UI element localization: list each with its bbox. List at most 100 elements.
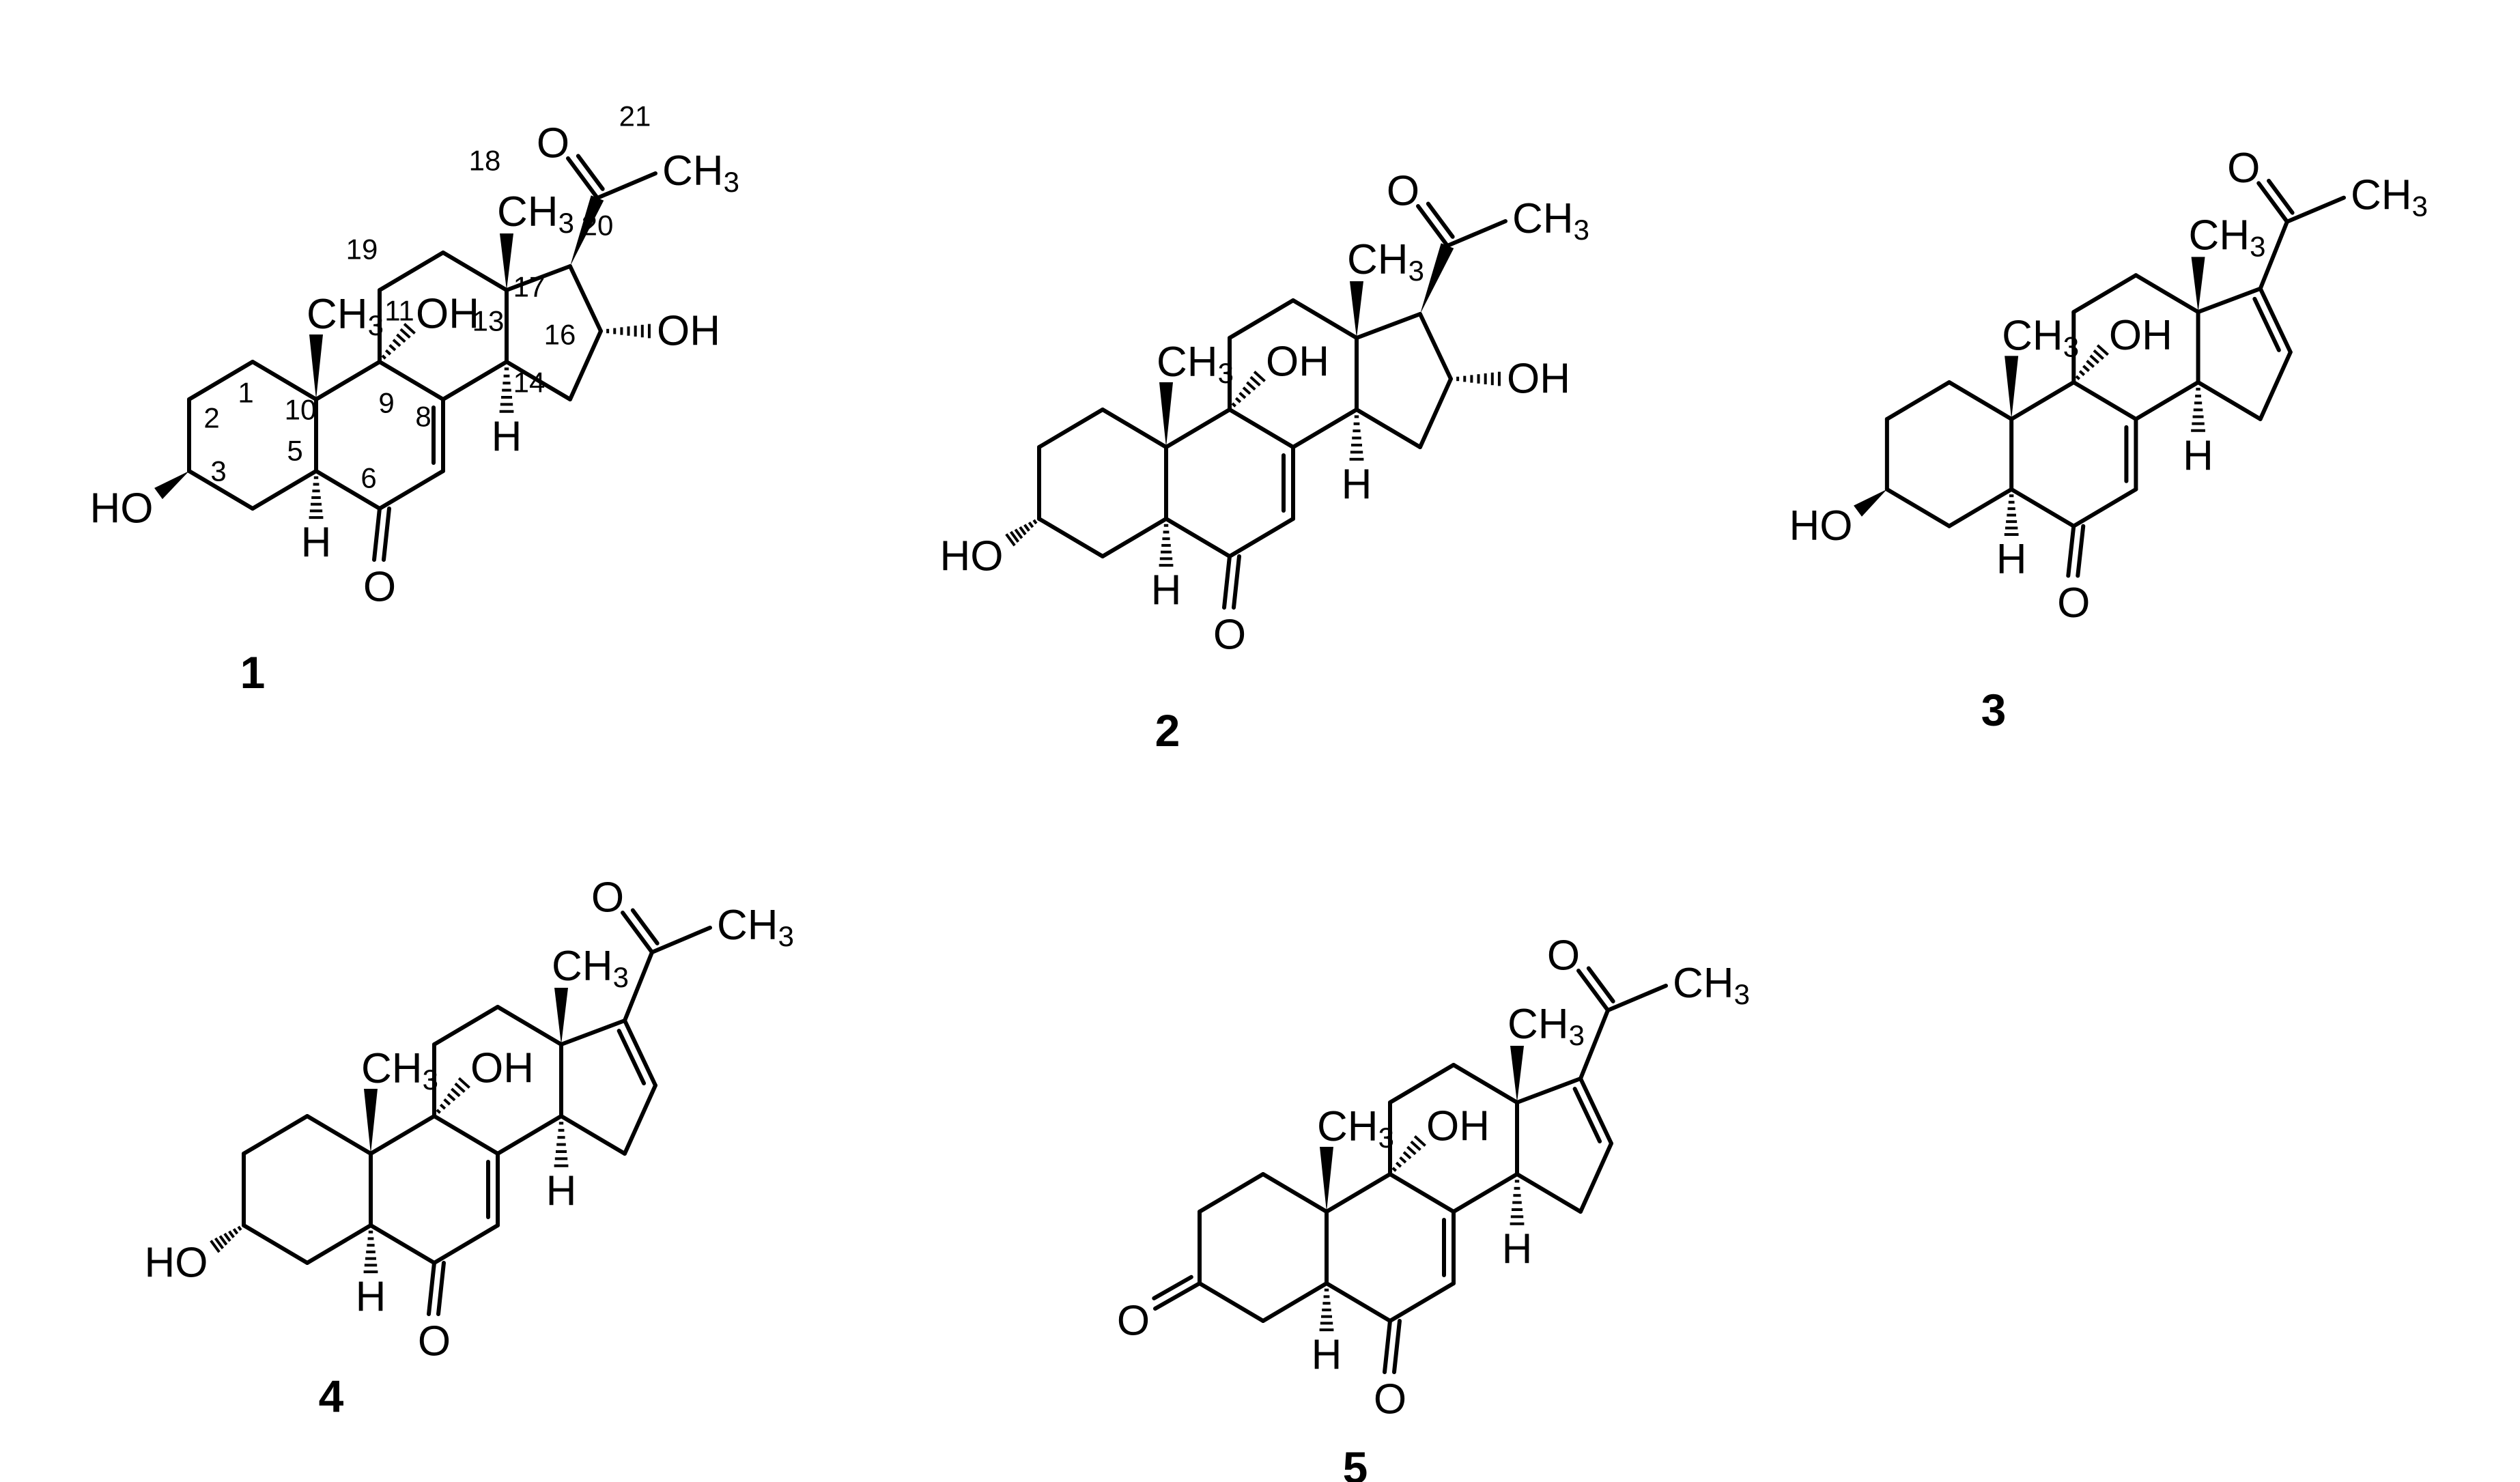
hydroxyl-16-label: OH bbox=[1507, 356, 1570, 403]
double-bond-c20-o bbox=[1426, 201, 1455, 239]
methyl-18-wedge bbox=[554, 988, 568, 1044]
bond bbox=[1037, 408, 1105, 449]
h14-label: H bbox=[546, 1168, 577, 1215]
alpha-h14-hashed-bond bbox=[2191, 388, 2205, 432]
hydroxyl-9-label: OH bbox=[470, 1045, 534, 1092]
h14-label: H bbox=[2183, 432, 2213, 479]
methyl-19-wedge bbox=[1320, 1147, 1333, 1212]
bond bbox=[1228, 408, 1295, 449]
carbon-number-1: 1 bbox=[238, 377, 253, 409]
methyl-18-wedge bbox=[500, 233, 513, 290]
bond bbox=[251, 360, 318, 401]
alpha-h5-hashed-bond bbox=[1319, 1288, 1334, 1332]
double-bond-c16-c17 bbox=[617, 1029, 647, 1085]
bond-c20-c21 bbox=[2284, 195, 2346, 224]
oxygen-6-label: O bbox=[418, 1318, 451, 1365]
bond bbox=[378, 251, 445, 292]
compound-number-label: 2 bbox=[1155, 705, 1180, 756]
hydroxyl-9-hashed-bond bbox=[436, 1077, 470, 1114]
bond-c17-c20 bbox=[1578, 1008, 1610, 1081]
bond bbox=[1388, 1063, 1456, 1105]
bond bbox=[378, 360, 445, 401]
methyl-18-label: CH3 bbox=[2189, 212, 2266, 262]
bond bbox=[1232, 554, 1241, 610]
bond bbox=[441, 251, 509, 292]
bond-c20-c21 bbox=[1606, 984, 1668, 1012]
alpha-hydroxyl-3-hashed-bond bbox=[210, 1225, 242, 1253]
bond bbox=[1884, 380, 1951, 421]
alpha-h5-hashed-bond bbox=[1159, 524, 1174, 567]
carbon-number-18: 18 bbox=[469, 145, 501, 177]
bond bbox=[1452, 1063, 1519, 1105]
bond bbox=[1037, 517, 1105, 558]
oxygen-6-label: O bbox=[363, 564, 396, 611]
compound-number-label: 5 bbox=[1343, 1442, 1368, 1482]
methyl-21-label: CH3 bbox=[662, 147, 739, 198]
carbon-number-20: 20 bbox=[582, 210, 614, 242]
hydroxyl-3-label: HO bbox=[940, 533, 1004, 580]
bond bbox=[2196, 286, 2263, 315]
methyl-21-label: CH3 bbox=[1512, 195, 1589, 246]
methyl-19-wedge bbox=[364, 1089, 378, 1154]
bond bbox=[1325, 1281, 1392, 1323]
bond bbox=[1222, 554, 1232, 610]
h14-label: H bbox=[492, 414, 522, 461]
bond bbox=[372, 507, 382, 562]
methyl-19-label: CH3 bbox=[307, 291, 384, 341]
alpha-h5-hashed-bond bbox=[309, 476, 324, 519]
methyl-19-label: CH3 bbox=[1317, 1103, 1394, 1154]
bond bbox=[242, 1114, 309, 1156]
bond bbox=[568, 264, 603, 333]
bond bbox=[2258, 286, 2293, 354]
bond bbox=[1388, 1172, 1456, 1214]
bond bbox=[2071, 380, 2138, 421]
methyl-18-label: CH3 bbox=[497, 188, 574, 239]
oxygen-20-label: O bbox=[537, 120, 569, 167]
double-bond-c20-o bbox=[630, 908, 660, 945]
hydroxyl-9-hashed-bond bbox=[1391, 1135, 1426, 1172]
bond bbox=[2066, 524, 2076, 578]
double-bond-c20-o bbox=[576, 154, 605, 191]
bond bbox=[496, 1114, 563, 1156]
bond bbox=[1164, 517, 1232, 558]
alpha-h14-hashed-bond bbox=[1510, 1180, 1525, 1225]
carbon-number-16: 16 bbox=[544, 319, 576, 351]
bond bbox=[1228, 298, 1295, 340]
bond bbox=[187, 360, 255, 401]
oxygen-20-label: O bbox=[591, 874, 624, 922]
beta-acetyl-wedge bbox=[570, 195, 604, 266]
carbon-number-21: 21 bbox=[619, 100, 651, 132]
alpha-h14-hashed-bond bbox=[499, 367, 514, 413]
bond-c20-o bbox=[2256, 181, 2289, 224]
bond bbox=[1228, 517, 1295, 558]
bond bbox=[2076, 524, 2086, 578]
methyl-18-label: CH3 bbox=[552, 943, 629, 993]
bond bbox=[2071, 487, 2138, 528]
bond-c20-c21 bbox=[650, 926, 712, 954]
h14-label: H bbox=[1342, 461, 1372, 509]
bond bbox=[2196, 380, 2263, 421]
bond bbox=[242, 1223, 309, 1265]
bond bbox=[2071, 273, 2138, 315]
bond bbox=[1452, 1172, 1519, 1214]
bond bbox=[432, 1005, 500, 1046]
oxygen-6-label: O bbox=[1374, 1376, 1406, 1423]
h5-label: H bbox=[1996, 536, 2027, 583]
h5-label: H bbox=[1312, 1332, 1342, 1379]
bond bbox=[432, 1223, 500, 1265]
compound-number-label: 1 bbox=[240, 647, 266, 698]
alpha-h14-hashed-bond bbox=[1349, 415, 1364, 461]
hydroxyl-9-label: OH bbox=[416, 291, 479, 338]
bond bbox=[505, 264, 572, 292]
bond bbox=[1388, 1281, 1456, 1323]
carbon-number-8: 8 bbox=[415, 401, 431, 433]
bond-c20-o bbox=[1416, 204, 1449, 248]
bond bbox=[305, 1223, 373, 1265]
methyl-18-label: CH3 bbox=[1347, 236, 1424, 287]
bond-c20-o bbox=[1576, 969, 1610, 1012]
